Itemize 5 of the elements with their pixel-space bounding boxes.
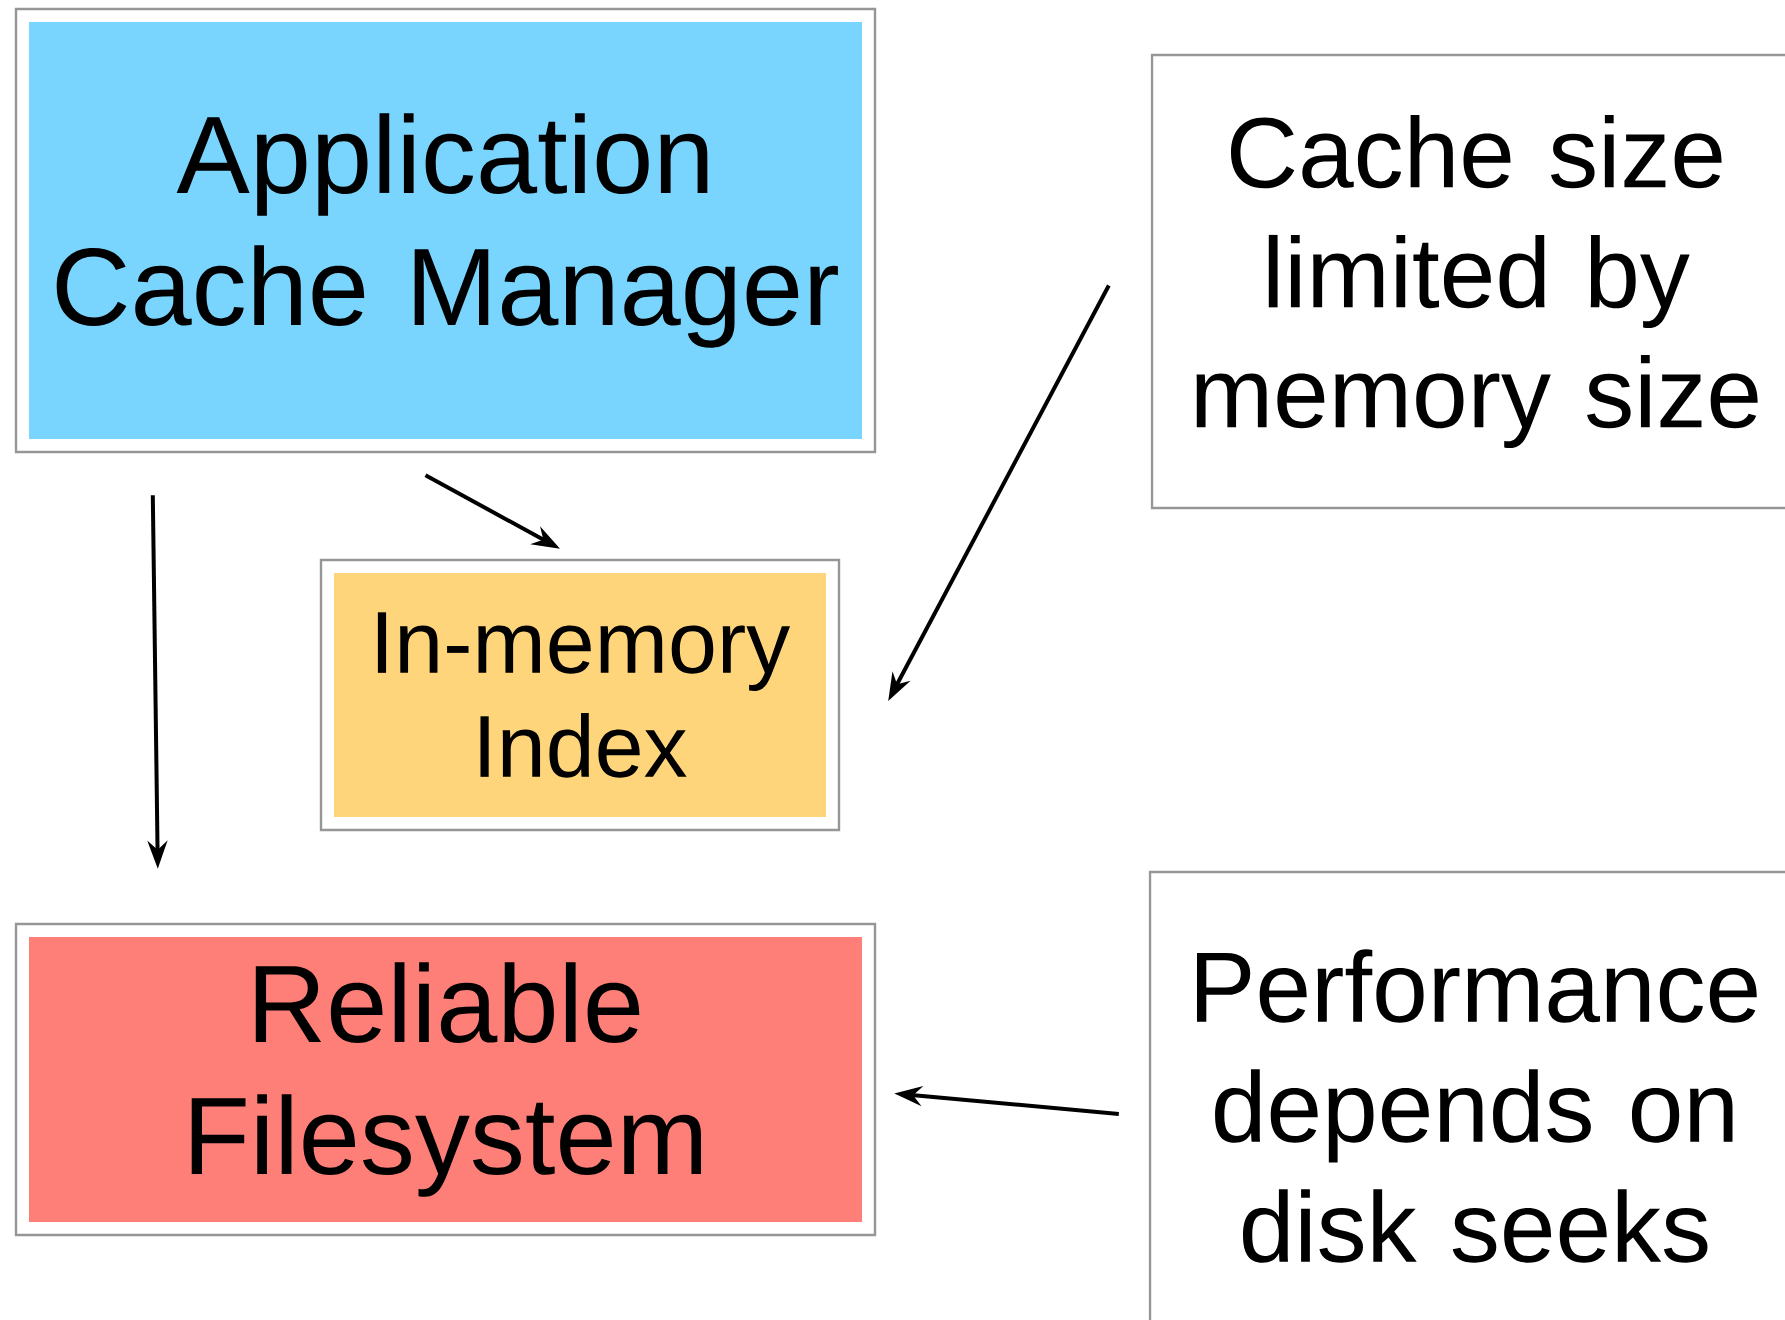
note-box: Performance depends on disk seeks bbox=[1148, 870, 1785, 1320]
component-box: Application Cache Manager bbox=[14, 7, 877, 454]
note-box: Cache size limited by memory size bbox=[1150, 53, 1785, 510]
component-box: In-memory Index bbox=[319, 558, 841, 832]
component-box: Reliable Filesystem bbox=[14, 922, 877, 1237]
